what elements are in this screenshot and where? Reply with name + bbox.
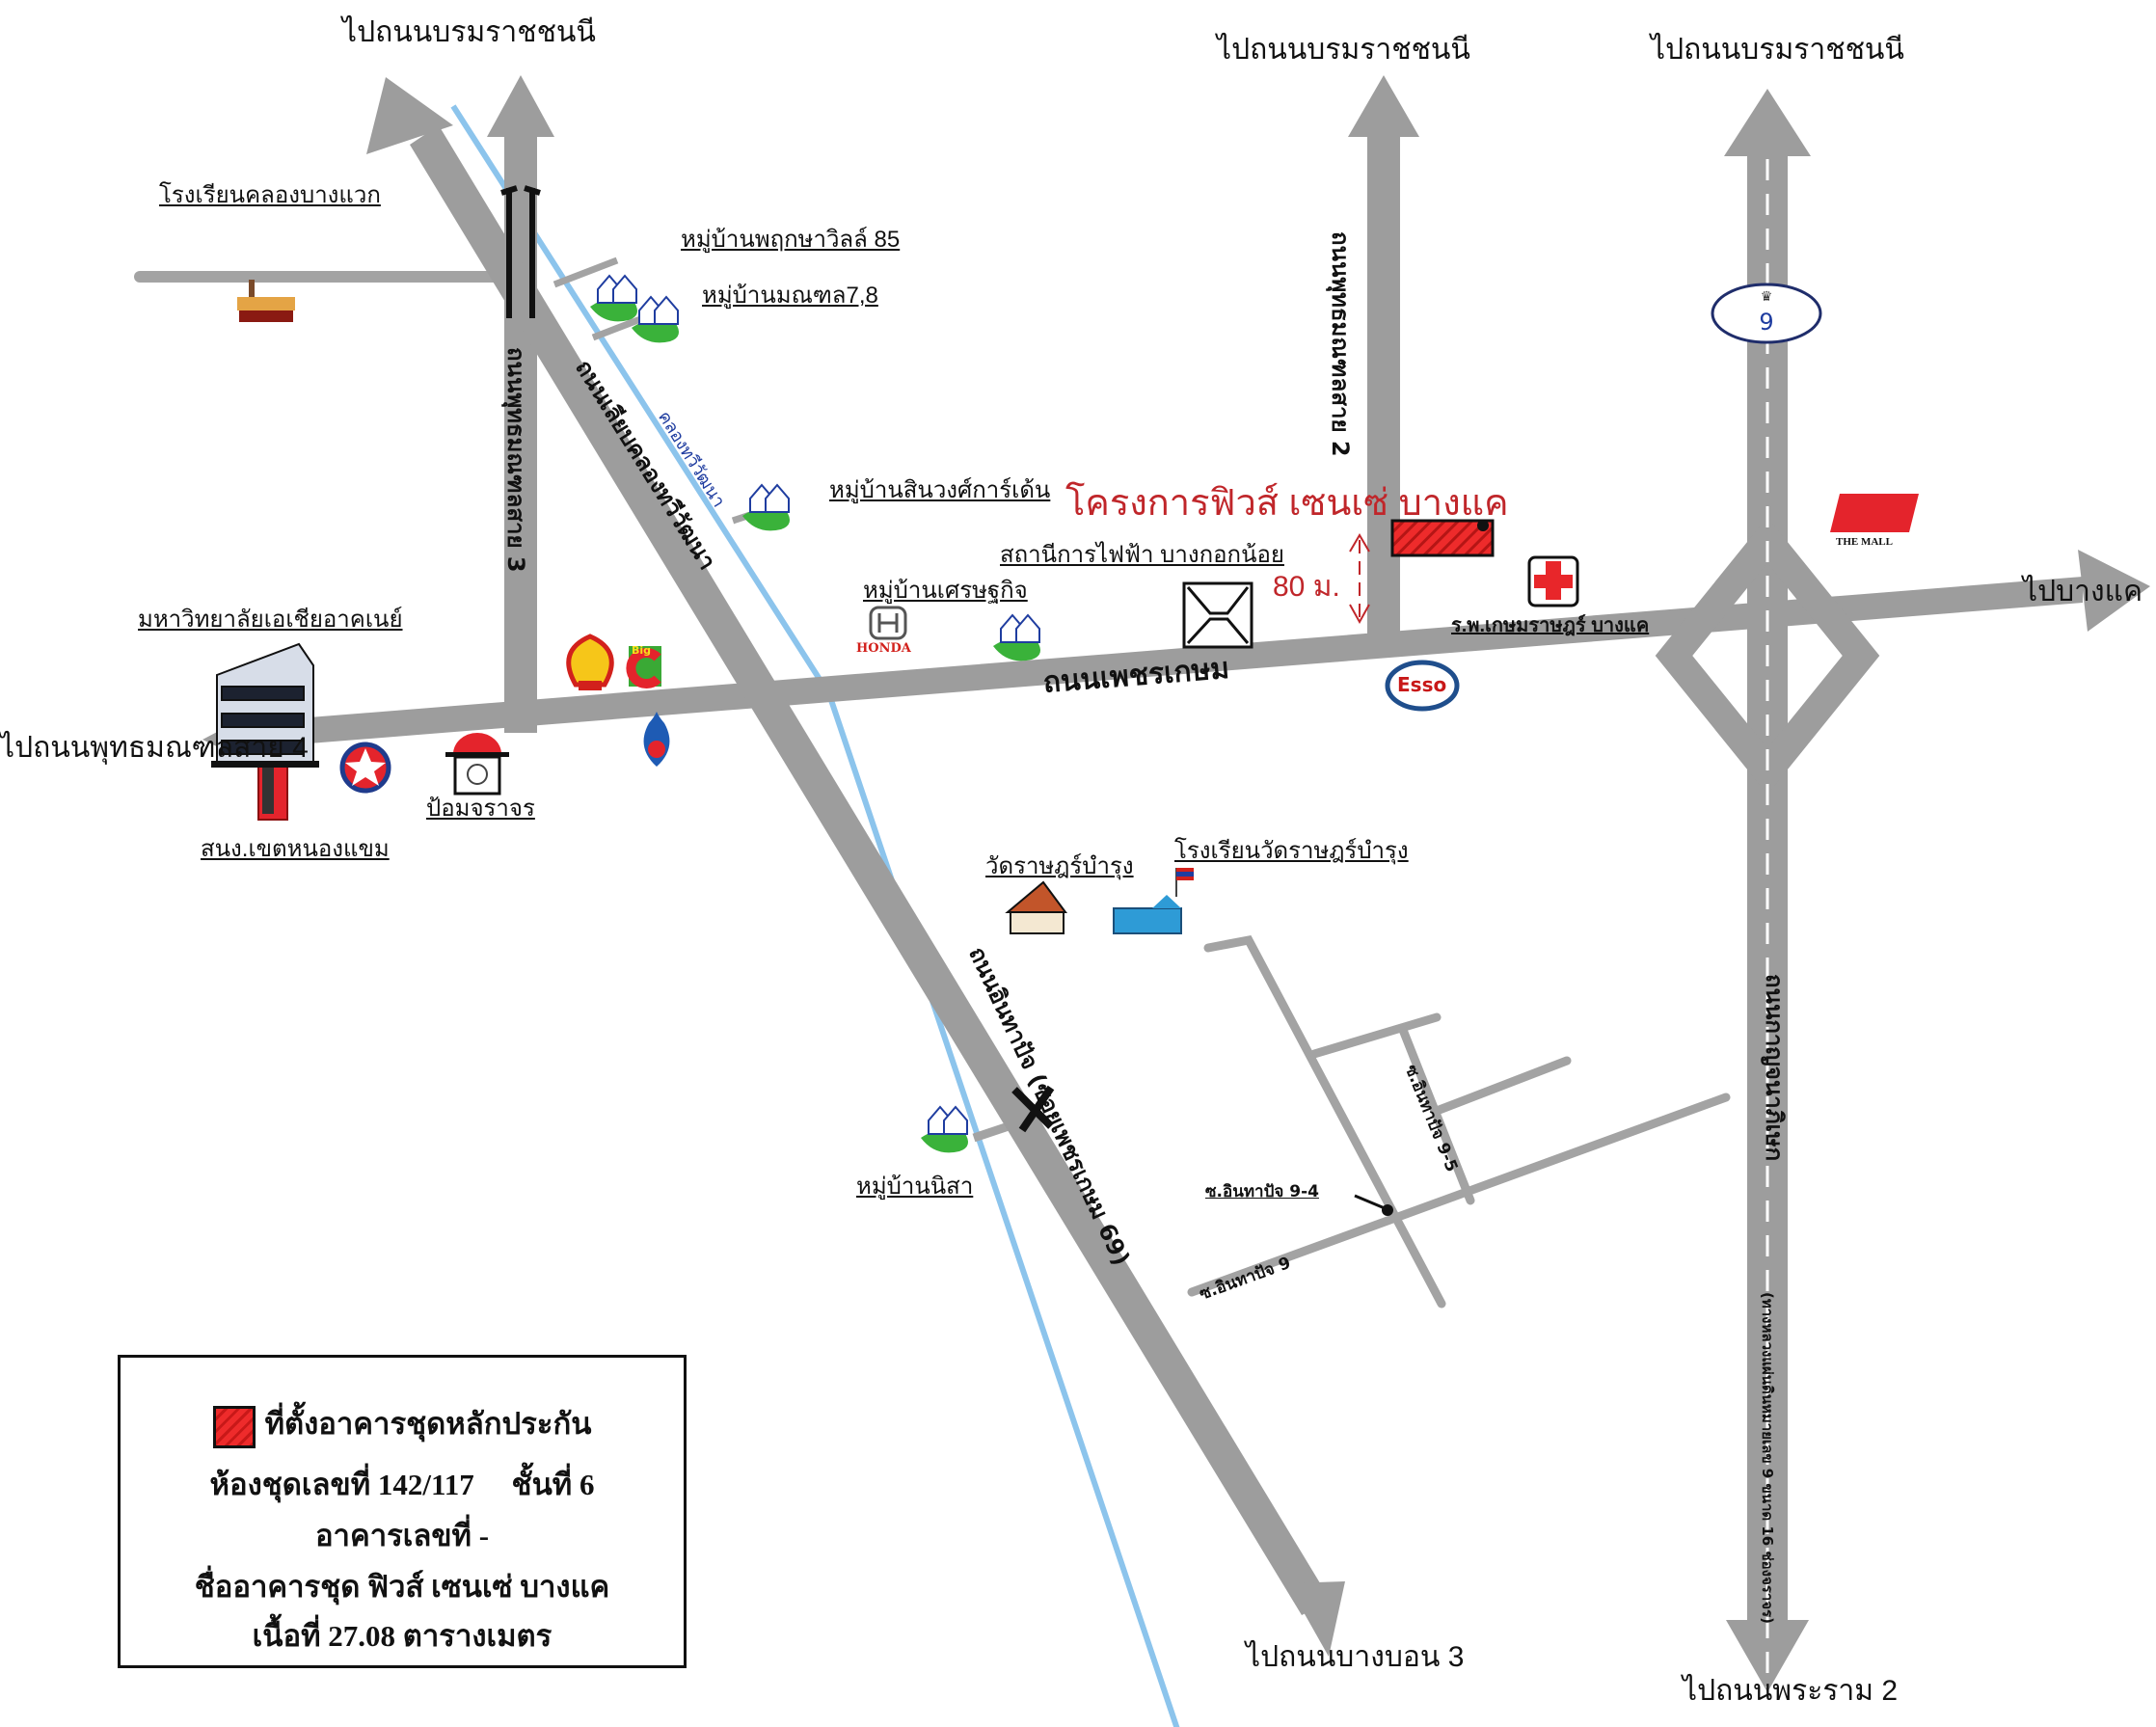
caltex-logo xyxy=(339,742,391,794)
label-school-bangwaek: โรงเรียนคลองบางแวก xyxy=(159,182,381,208)
direction-west: ไปถนนพุทธมณฑลสาย 4 xyxy=(0,732,309,764)
label-temple: วัดราษฎร์บำรุง xyxy=(985,853,1134,879)
direction-north-middle: ไปถนนบรมราชชนนี xyxy=(1217,34,1470,66)
direction-south-right: ไปถนนพระราม 2 xyxy=(1683,1675,1899,1707)
road-label-phutthamonthon-3: ถนนพุทธมณฑลสาย 3 xyxy=(502,347,529,573)
honda-wordmark: HONDA xyxy=(856,641,911,656)
the-mall-logo xyxy=(1830,494,1919,532)
police-box-icon xyxy=(445,733,509,796)
label-village-pruksa: หมู่บ้านพฤกษาวิลล์ 85 xyxy=(681,227,901,253)
road-label-soi-9-4: ซ.อินทาปัจ 9-4 xyxy=(1205,1182,1319,1201)
label-university: มหาวิทยาลัยเอเชียอาคเนย์ xyxy=(138,607,403,633)
road-spur xyxy=(552,256,619,288)
arrow-northwest xyxy=(366,77,453,154)
distance-arrow xyxy=(1349,533,1370,625)
honda-logo xyxy=(869,606,907,640)
village-icon xyxy=(590,274,637,322)
ptt-logo xyxy=(643,712,670,767)
road-diagonal xyxy=(410,125,1331,1615)
garuda-icon: ♛ xyxy=(1761,289,1773,305)
esso-logo xyxy=(1385,660,1460,712)
label-village-nisa: หมู่บ้านนิสา xyxy=(856,1174,974,1200)
label-police-box: ป้อมจราจร xyxy=(426,796,535,822)
legend-building-name: ชื่ออาคารชุด ฟิวส์ เซนเซ่ บางแค xyxy=(194,1570,610,1604)
label-village-sinwong: หมู่บ้านสินวงศ์การ์เด้น xyxy=(829,477,1051,503)
label-district-office: สนง.เขตหนองแขม xyxy=(201,836,390,862)
university-icon xyxy=(211,642,319,769)
bridge-icon xyxy=(500,185,541,318)
label-hospital: ร.พ.เกษมราษฎร์ บางแค xyxy=(1451,615,1650,636)
crossing-mark-icon xyxy=(1011,1085,1055,1133)
substation-icon xyxy=(1182,581,1253,649)
highway-9-number: 9 xyxy=(1759,309,1773,336)
arrow-north-left xyxy=(487,75,554,137)
road-phetkasem xyxy=(260,577,2083,747)
legend-title-row: ที่ตั้งอาคารชุดหลักประกัน xyxy=(121,1406,684,1448)
legend-box: ที่ตั้งอาคารชุดหลักประกัน ห้องชุดเลขที่ … xyxy=(118,1355,687,1668)
arrow-south-middle xyxy=(1287,1581,1345,1657)
project-location-marker xyxy=(1390,519,1495,557)
shell-logo xyxy=(566,634,614,690)
project-name: โครงการฟิวส์ เซนเซ่ บางแค xyxy=(1065,483,1509,524)
direction-north-left: ไปถนนบรมราชชนนี xyxy=(342,16,596,48)
the-mall-wordmark: THE MALL xyxy=(1836,536,1893,548)
road-label-kanchanaphisek: ถนนกาญจนาภิเษก xyxy=(1761,974,1788,1162)
village-icon xyxy=(632,295,679,343)
hospital-icon xyxy=(1527,555,1579,607)
direction-east: ไปบางแค xyxy=(2023,576,2143,607)
big-c-wordmark: Big xyxy=(632,644,652,657)
project-distance: 80 ม. xyxy=(1273,571,1340,603)
interchange xyxy=(1655,517,1880,795)
village-icon xyxy=(921,1105,968,1153)
esso-wordmark: Esso xyxy=(1397,673,1447,696)
arrow-east xyxy=(2078,550,2150,632)
direction-north-right: ไปถนนบรมราชชนนี xyxy=(1651,34,1904,66)
road-label-phutthamonthon-2: ถนนพุทธมณฑลสาย 2 xyxy=(1327,231,1354,457)
label-temple-school: โรงเรียนวัดราษฎร์บำรุง xyxy=(1174,838,1409,864)
village-icon xyxy=(993,613,1040,661)
label-substation: สถานีการไฟฟ้า บางกอกน้อย xyxy=(1000,542,1284,568)
big-c-logo xyxy=(626,646,661,688)
road-label-kanchanaphisek-note: (ทางหลวงแผ่นดินหมายเลข 9 ขนาด 16 ช่องจรา… xyxy=(1759,1292,1776,1624)
school-icon xyxy=(237,280,295,322)
arrow-north-middle xyxy=(1348,75,1419,137)
legend-unit: ห้องชุดเลขที่ 142/117 ชั้นที่ 6 xyxy=(209,1468,595,1501)
label-village-monthon: หมู่บ้านมณฑล7,8 xyxy=(702,283,878,309)
temple-icon xyxy=(1005,880,1067,934)
arrow-north-right xyxy=(1724,89,1811,156)
direction-south-middle: ไปถนนบางบอน 3 xyxy=(1246,1641,1465,1673)
legend-swatch xyxy=(212,1406,256,1448)
legend-building-no: อาคารเลขที่ - xyxy=(314,1519,490,1552)
legend-area: เนื้อที่ 27.08 ตารางเมตร xyxy=(252,1619,552,1653)
label-village-setthakit: หมู่บ้านเศรษฐกิจ xyxy=(863,578,1028,604)
temple-school-icon xyxy=(1113,868,1194,934)
legend-title: ที่ตั้งอาคารชุดหลักประกัน xyxy=(264,1407,592,1442)
soi-network xyxy=(1187,934,1731,1309)
road-phutthamonthon-2 xyxy=(1367,135,1400,636)
highway-9-shield xyxy=(1711,283,1822,344)
village-icon xyxy=(742,483,790,531)
